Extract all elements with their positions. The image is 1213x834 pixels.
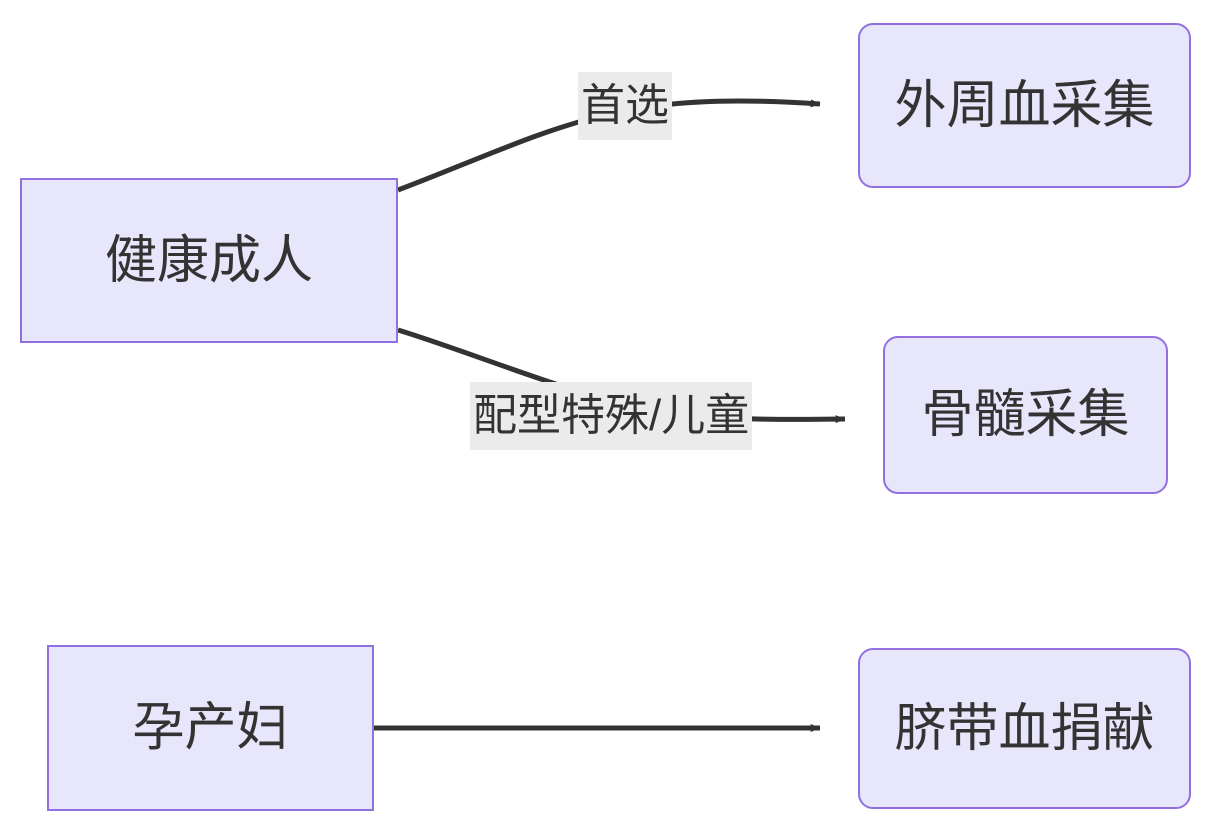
node-cord-blood-label: 脐带血捐献	[894, 699, 1155, 758]
edge-label-special-match-text: 配型特殊/儿童	[473, 390, 750, 440]
node-peripheral-blood[interactable]: 外周血采集	[858, 23, 1191, 188]
node-bone-marrow-label: 骨髓采集	[921, 386, 1130, 444]
node-peripheral-blood-label: 外周血采集	[894, 76, 1155, 135]
node-maternal-label: 孕产妇	[132, 699, 289, 757]
edge-label-special-match: 配型特殊/儿童	[470, 382, 753, 450]
node-healthy-adult[interactable]: 健康成人	[20, 178, 398, 343]
edge-label-first-choice: 首选	[578, 72, 672, 140]
node-maternal[interactable]: 孕产妇	[47, 645, 374, 811]
node-bone-marrow[interactable]: 骨髓采集	[883, 336, 1168, 494]
node-cord-blood[interactable]: 脐带血捐献	[858, 648, 1191, 809]
edge-label-first-choice-text: 首选	[581, 80, 669, 130]
node-healthy-adult-label: 健康成人	[104, 231, 313, 290]
